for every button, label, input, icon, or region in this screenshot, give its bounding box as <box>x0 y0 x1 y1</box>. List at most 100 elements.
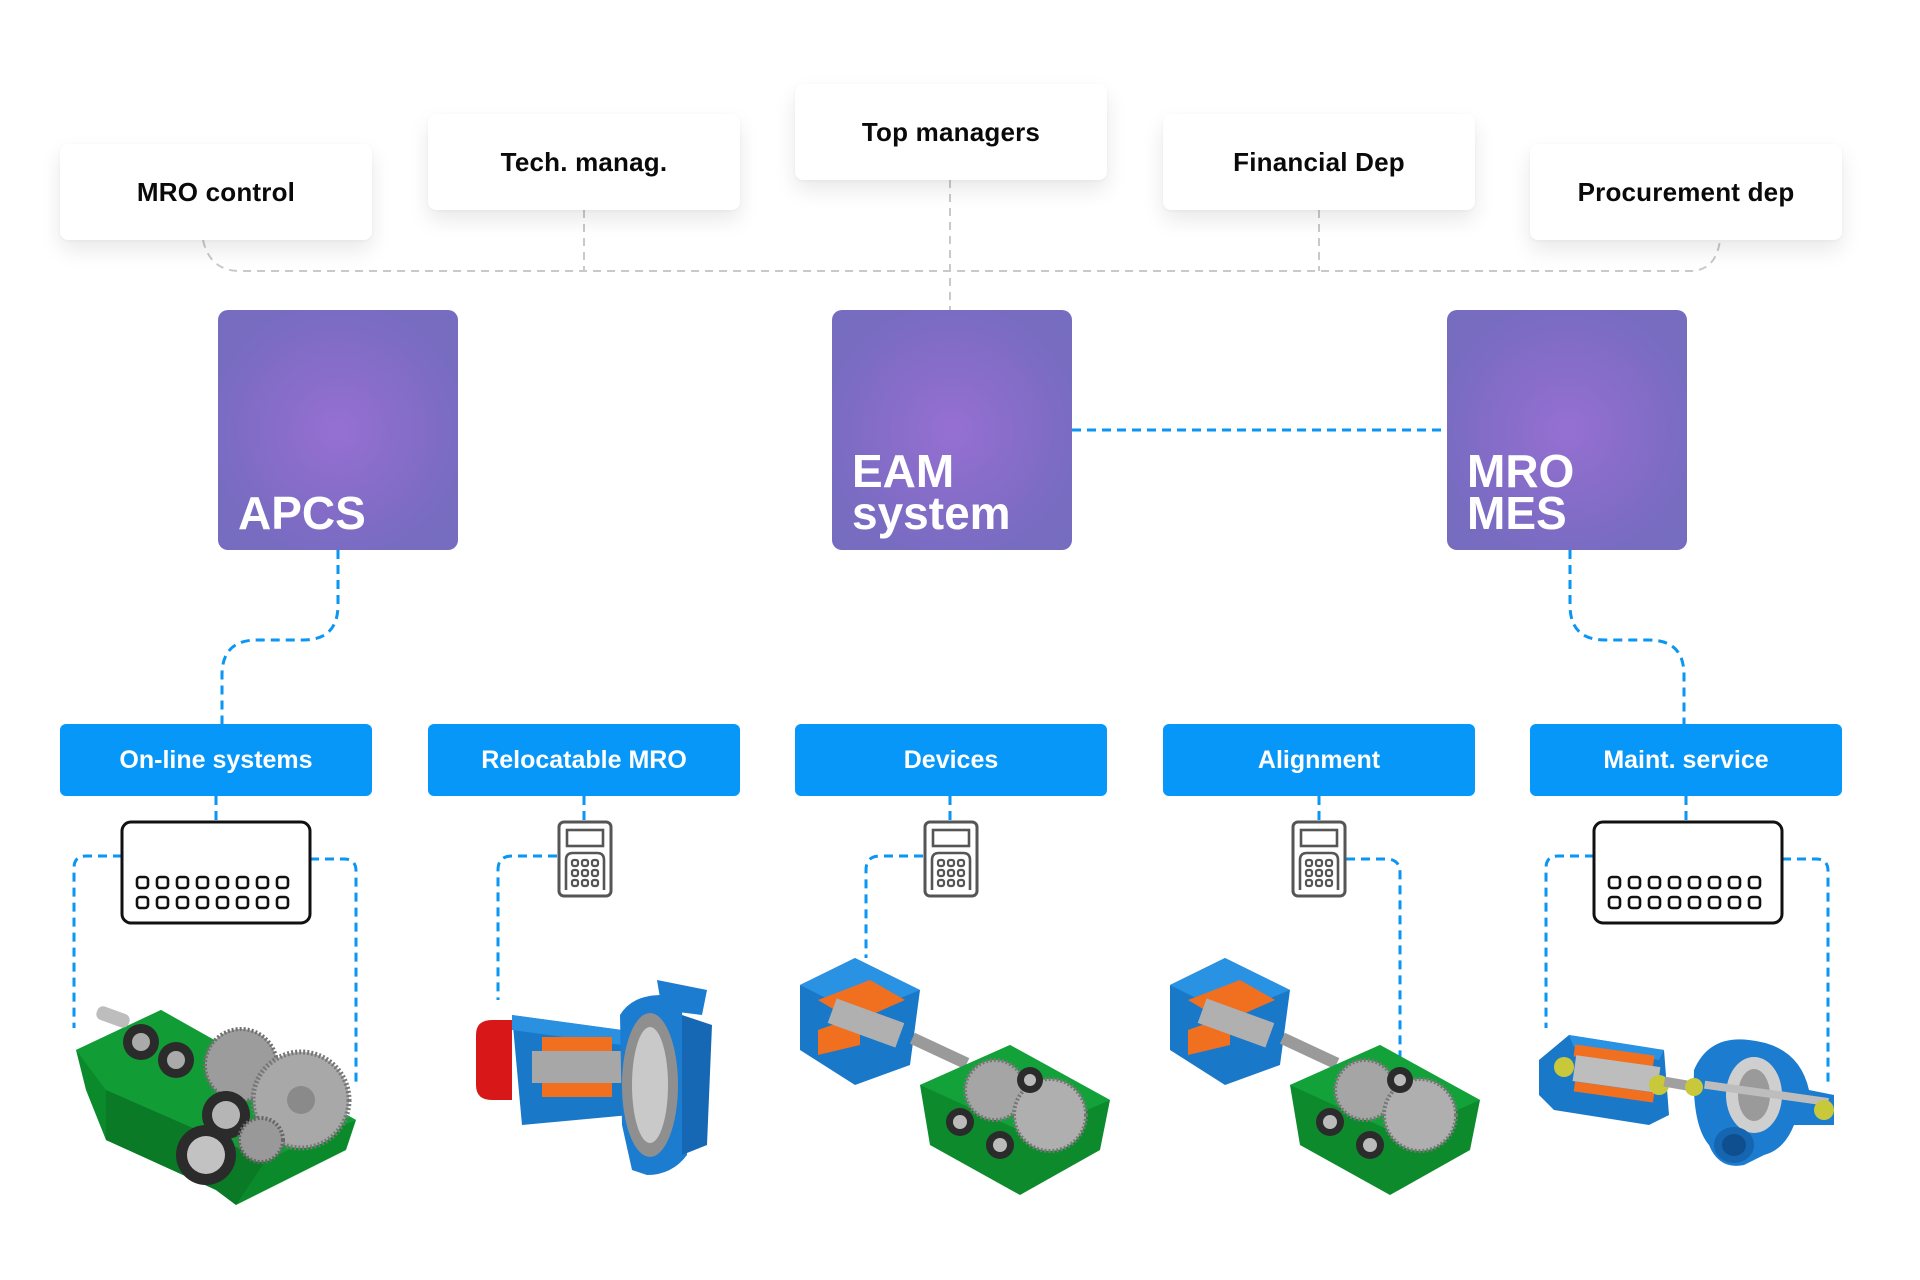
panel-key <box>135 895 150 910</box>
dept-top-managers[interactable]: Top managers <box>795 84 1107 180</box>
dept-mro-control[interactable]: MRO control <box>60 144 372 240</box>
panel-key <box>275 895 290 910</box>
section-label: Alignment <box>1257 745 1381 774</box>
keypad-key <box>580 868 590 878</box>
panel-key <box>195 875 210 890</box>
system-label-line: MRO <box>1467 445 1575 497</box>
panel-key <box>1727 895 1742 910</box>
system-label-line: MES <box>1467 487 1567 539</box>
motor-gearbox-illustration <box>800 958 1110 1195</box>
panel-key <box>1727 875 1742 890</box>
keypad-key <box>936 878 946 888</box>
motor-gearbox-illustration <box>1170 958 1480 1195</box>
panel-key <box>255 875 270 890</box>
panel-key <box>1747 875 1762 890</box>
system-label-line: EAM <box>852 445 955 497</box>
system-label-line: APCS <box>238 487 366 539</box>
section-label: Devices <box>903 745 999 774</box>
dept-label: Procurement dep <box>1577 176 1795 207</box>
keypad-key <box>1314 858 1324 868</box>
panel-key <box>235 875 250 890</box>
panel-key <box>1607 895 1622 910</box>
keypad-key <box>580 878 590 888</box>
controller-panel-icon <box>120 820 312 925</box>
keypad-key <box>936 868 946 878</box>
handheld-wire-devices <box>864 854 923 958</box>
dept-label: Tech. manag. <box>500 146 668 177</box>
panel-key <box>275 875 290 890</box>
keypad-key <box>1324 878 1334 888</box>
panel-key <box>175 875 190 890</box>
section-label: On-line systems <box>119 745 313 774</box>
section-label: Relocatable MRO <box>481 745 687 774</box>
panel-key <box>1607 875 1622 890</box>
keypad-key <box>570 878 580 888</box>
keypad-key <box>946 878 956 888</box>
maint-left-wire <box>1544 854 1594 1028</box>
keypad-key <box>570 858 580 868</box>
handheld-device-icon <box>1291 820 1347 898</box>
panel-key <box>1707 895 1722 910</box>
panel-key <box>1667 895 1682 910</box>
handheld-device-icon <box>923 820 979 898</box>
keypad-key <box>1314 878 1324 888</box>
keypad-key <box>580 858 590 868</box>
keypad-key <box>570 868 580 878</box>
motor-pump-illustration <box>1539 1035 1834 1166</box>
keypad-key <box>946 868 956 878</box>
panel-key <box>155 875 170 890</box>
section-devices[interactable]: Devices <box>795 724 1107 796</box>
keypad-key <box>1324 858 1334 868</box>
section-maint-service[interactable]: Maint. service <box>1530 724 1842 796</box>
keypad-key <box>946 858 956 868</box>
panel-key <box>195 895 210 910</box>
panel-key <box>1647 895 1662 910</box>
keypad-key <box>936 858 946 868</box>
motor-fan-illustration <box>476 980 712 1175</box>
section-label: Maint. service <box>1603 745 1769 774</box>
system-label-line: system <box>852 487 1011 539</box>
keypad-key <box>1314 868 1324 878</box>
panel-key <box>1647 875 1662 890</box>
system-apcs[interactable]: APCS <box>218 310 458 550</box>
dept-procurement-dep[interactable]: Procurement dep <box>1530 144 1842 240</box>
keypad-key <box>590 868 600 878</box>
dept-label: Financial Dep <box>1233 146 1405 177</box>
panel-key <box>1707 875 1722 890</box>
panel-key <box>215 875 230 890</box>
keypad-key <box>1304 878 1314 888</box>
panel-key <box>1627 895 1642 910</box>
bus-line <box>202 239 1721 272</box>
section-alignment[interactable]: Alignment <box>1163 724 1475 796</box>
keypad-key <box>956 868 966 878</box>
controller-panel-icon <box>1592 820 1784 925</box>
section-relocatable-mro[interactable]: Relocatable MRO <box>428 724 740 796</box>
gearbox-illustration <box>76 1006 356 1205</box>
panel-key <box>1687 875 1702 890</box>
section-on-line-systems[interactable]: On-line systems <box>60 724 372 796</box>
panel-key <box>1687 895 1702 910</box>
keypad-key <box>590 878 600 888</box>
mes-maint-link <box>1568 550 1686 724</box>
panel-key <box>255 895 270 910</box>
panel-key <box>155 895 170 910</box>
dept-tech-manag[interactable]: Tech. manag. <box>428 114 740 210</box>
panel-key <box>215 895 230 910</box>
panel-key <box>1667 875 1682 890</box>
keypad-key <box>956 878 966 888</box>
keypad-key <box>1304 858 1314 868</box>
keypad-key <box>1304 868 1314 878</box>
keypad-key <box>956 858 966 868</box>
panel-key <box>1627 875 1642 890</box>
handheld-device-icon <box>557 820 613 898</box>
keypad-key <box>1324 868 1334 878</box>
panel-key <box>175 895 190 910</box>
keypad-key <box>590 858 600 868</box>
system-eam[interactable]: EAM system <box>832 310 1072 550</box>
panel-key <box>235 895 250 910</box>
system-mro-mes[interactable]: MRO MES <box>1447 310 1687 550</box>
panel-key <box>135 875 150 890</box>
dept-financial-dep[interactable]: Financial Dep <box>1163 114 1475 210</box>
panel-key <box>1747 895 1762 910</box>
dept-label: Top managers <box>861 116 1041 147</box>
